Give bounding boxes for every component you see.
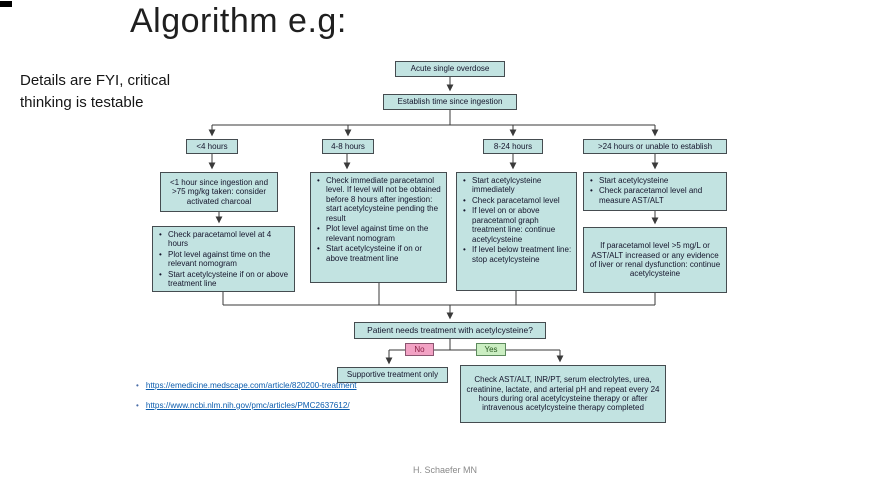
yes-badge: Yes — [476, 343, 506, 356]
bullet-item: Start acetylcysteine immediately — [459, 176, 572, 195]
branch-over-24-hours: >24 hours or unable to establish — [583, 139, 727, 154]
no-badge: No — [405, 343, 434, 356]
bullet-icon: • — [136, 381, 139, 390]
bullet-item: If level on or above paracetamol graph t… — [459, 206, 572, 244]
node-monitoring-checks: Check AST/ALT, INR/PT, serum electrolyte… — [460, 365, 666, 423]
reference-row: • https://emedicine.medscape.com/article… — [136, 381, 357, 391]
bullet-item: Check immediate paracetamol level. If le… — [313, 176, 442, 223]
node-4-8-steps: Check immediate paracetamol level. If le… — [310, 172, 447, 283]
branch-4-8-hours: 4-8 hours — [322, 139, 374, 154]
bullet-item: Start acetylcysteine if on or above trea… — [155, 270, 290, 289]
page-title: Algorithm e.g: — [130, 2, 347, 40]
bullet-list: Start acetylcysteine immediatelyCheck pa… — [459, 176, 572, 265]
author-credit: H. Schaefer MN — [412, 465, 478, 475]
note-text: Details are FYI, critical thinking is te… — [20, 72, 171, 111]
reference-row: • https://www.ncbi.nlm.nih.gov/pmc/artic… — [136, 401, 357, 411]
bullet-item: Start acetylcysteine if on or above trea… — [313, 244, 442, 263]
node-under4-steps: Check paracetamol level at 4 hoursPlot l… — [152, 226, 295, 292]
node-acute-single-overdose: Acute single overdose — [395, 61, 505, 77]
branch-under-4-hours: <4 hours — [186, 139, 238, 154]
ncbi-link[interactable]: https://www.ncbi.nlm.nih.gov/pmc/article… — [145, 400, 350, 410]
node-establish-time: Establish time since ingestion — [383, 94, 517, 110]
bullet-item: Check paracetamol level and measure AST/… — [586, 186, 722, 205]
reference-links: • https://emedicine.medscape.com/article… — [136, 381, 357, 421]
node-8-24-steps: Start acetylcysteine immediatelyCheck pa… — [456, 172, 577, 291]
node-treatment-question: Patient needs treatment with acetylcyste… — [354, 322, 546, 339]
bullet-list: Check paracetamol level at 4 hoursPlot l… — [155, 230, 290, 290]
node-over24-continue: If paracetamol level >5 mg/L or AST/ALT … — [583, 227, 727, 293]
bullet-list: Start acetylcysteineCheck paracetamol le… — [586, 176, 722, 206]
bullet-item: Plot level against time on the relevant … — [155, 250, 290, 269]
bullet-icon: • — [136, 400, 139, 410]
branch-8-24-hours: 8-24 hours — [483, 139, 543, 154]
node-under4-charcoal: <1 hour since ingestion and >75 mg/kg ta… — [160, 172, 278, 212]
node-supportive-treatment: Supportive treatment only — [337, 367, 448, 383]
node-over24-steps: Start acetylcysteineCheck paracetamol le… — [583, 172, 727, 211]
bullet-item: Plot level against time on the relevant … — [313, 224, 442, 243]
bullet-item: Check paracetamol level at 4 hours — [155, 230, 290, 249]
bullet-item: If level below treatment line: stop acet… — [459, 245, 572, 264]
bullet-item: Check paracetamol level — [459, 196, 572, 206]
medscape-link[interactable]: https://emedicine.medscape.com/article/8… — [145, 381, 357, 390]
bullet-list: Check immediate paracetamol level. If le… — [313, 176, 442, 264]
bullet-item: Start acetylcysteine — [586, 176, 722, 186]
corner-mark — [0, 1, 12, 7]
